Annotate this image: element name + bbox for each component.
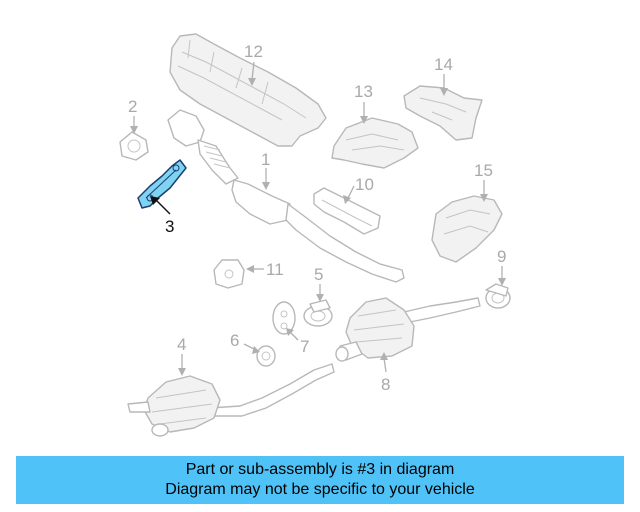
exhaust-parts-diagram: 12 2 1 13 14 10 15 11 5 7 6 9 8 4 3 — [119, 33, 511, 437]
part-13-heat-shield[interactable] — [331, 117, 419, 169]
part-12-heat-shield[interactable] — [169, 33, 327, 147]
callout-10: 10 — [355, 175, 374, 194]
callout-11: 11 — [266, 260, 284, 279]
part-9-clamp[interactable] — [485, 283, 511, 309]
part-3-bracket-highlighted[interactable] — [137, 159, 187, 209]
info-banner: Part or sub-assembly is #3 in diagram Di… — [16, 456, 624, 504]
part-6-rubber-mount[interactable] — [256, 345, 276, 367]
part-10-bracket[interactable] — [313, 187, 381, 235]
callout-1: 1 — [261, 150, 270, 169]
part-7-rubber-hanger[interactable] — [272, 301, 296, 335]
banner-line-disclaimer: Diagram may not be specific to your vehi… — [165, 481, 475, 498]
callout-12: 12 — [244, 42, 263, 61]
callout-9: 9 — [497, 247, 506, 266]
callout-labels: 12 2 1 13 14 10 15 11 5 7 6 9 8 4 3 — [128, 42, 506, 394]
callout-6: 6 — [230, 331, 239, 350]
callout-14: 14 — [434, 55, 453, 74]
part-14-heat-shield[interactable] — [403, 85, 483, 141]
callout-4: 4 — [177, 335, 186, 354]
callout-5: 5 — [314, 265, 323, 284]
callout-3-highlighted: 3 — [165, 217, 174, 236]
part-8-rear-muffler[interactable] — [335, 297, 481, 362]
banner-line-part-number: Part or sub-assembly is #3 in diagram — [185, 461, 455, 478]
leader-lines — [130, 61, 506, 376]
part-5-clamp[interactable] — [303, 299, 333, 327]
callout-13: 13 — [354, 82, 373, 101]
callout-7: 7 — [300, 337, 309, 356]
part-1-front-pipe[interactable] — [167, 109, 405, 283]
part-15-heat-shield[interactable] — [431, 195, 503, 263]
part-4-center-muffler[interactable] — [127, 363, 335, 437]
callout-2: 2 — [128, 97, 137, 116]
part-2-gasket[interactable] — [119, 131, 149, 161]
part-11-hanger[interactable] — [213, 259, 245, 289]
callout-8: 8 — [381, 375, 390, 394]
callout-15: 15 — [474, 161, 493, 180]
